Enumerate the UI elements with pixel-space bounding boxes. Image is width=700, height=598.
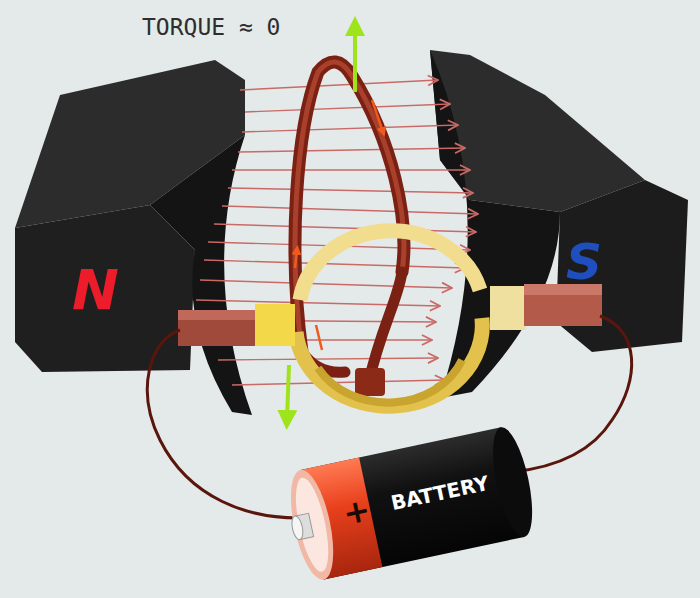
brush-holder	[490, 286, 526, 330]
field-line	[196, 300, 440, 306]
brush	[524, 284, 602, 326]
battery-label: BATTERY	[389, 473, 490, 513]
field-line	[238, 148, 465, 152]
field-line	[245, 104, 450, 112]
commutator-inner	[318, 360, 462, 403]
field-line	[240, 80, 438, 90]
battery-terminal	[290, 515, 305, 541]
field-line	[200, 280, 452, 288]
brushes	[178, 284, 602, 346]
battery-end	[485, 424, 540, 540]
current-arrow	[295, 250, 297, 268]
brush-holder	[255, 304, 295, 346]
field-line	[232, 169, 470, 170]
brush	[178, 310, 258, 346]
battery-cap	[289, 475, 334, 574]
commutator-half	[296, 318, 482, 406]
field-line	[214, 224, 476, 232]
force-arrow	[353, 26, 357, 92]
field-line	[204, 260, 465, 268]
pole-label: N	[72, 262, 119, 318]
north-magnet	[15, 60, 252, 415]
pole-face	[150, 135, 252, 415]
brush-top	[178, 310, 258, 320]
battery-symbol	[281, 424, 540, 584]
wire	[512, 316, 632, 472]
title-label: TORQUE ≈ 0	[142, 14, 280, 42]
coil-end	[355, 368, 385, 396]
current-arrow	[316, 325, 322, 350]
field-line	[222, 206, 478, 214]
magnet-face	[15, 205, 195, 372]
commutator-half	[300, 231, 480, 300]
magnet-face	[556, 180, 688, 352]
battery-cap	[283, 466, 341, 583]
field-line	[218, 358, 438, 360]
battery: + BATTERY	[301, 429, 525, 581]
north-pole: N	[72, 262, 123, 318]
field-line	[228, 188, 473, 193]
battery-body	[300, 427, 524, 579]
south-magnet	[430, 50, 688, 398]
pole-face	[430, 50, 560, 398]
polarity-sign: +	[340, 493, 373, 530]
south-pole: S	[566, 237, 607, 287]
pole-label: S	[566, 237, 602, 287]
wire	[147, 330, 298, 518]
commutator	[296, 231, 482, 406]
field-line	[242, 125, 458, 132]
force-arrow	[287, 365, 289, 420]
current-arrow	[372, 100, 383, 132]
